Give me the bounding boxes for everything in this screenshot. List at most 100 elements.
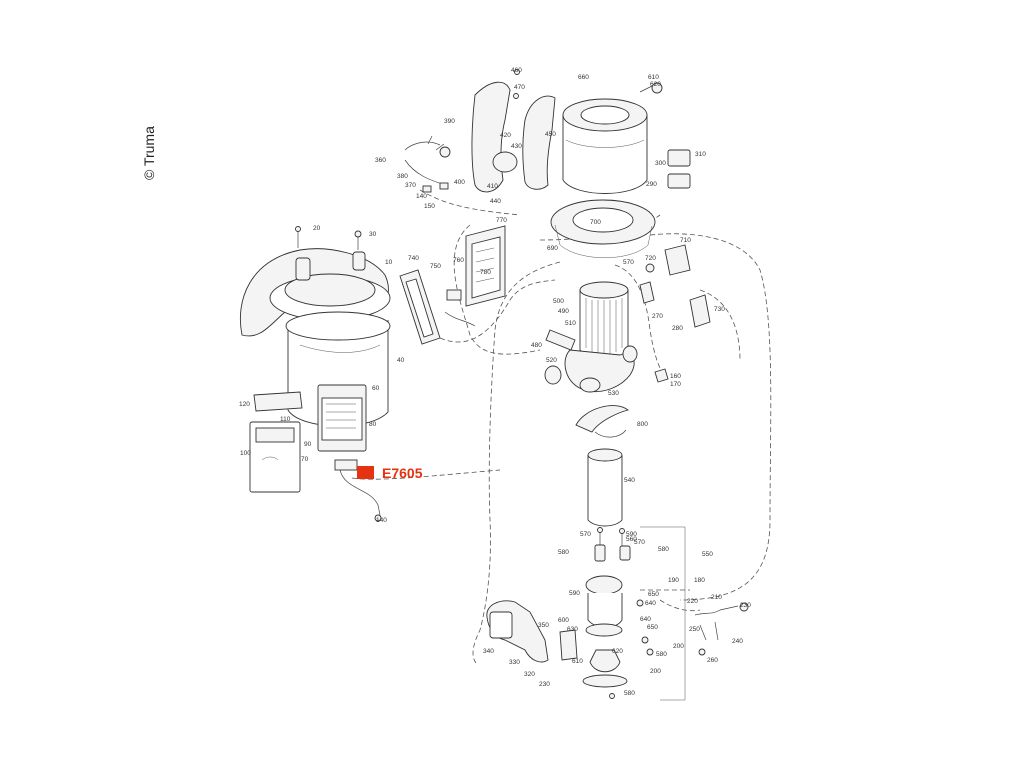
part-label: 320: [524, 671, 535, 678]
part-label: 280: [672, 325, 683, 332]
part-label: 140: [416, 193, 427, 200]
part-label: 640: [640, 616, 651, 623]
fan-group: [404, 69, 556, 193]
part-label: 600: [558, 617, 569, 624]
part-label: 120: [239, 401, 250, 408]
part-label: 440: [490, 198, 501, 205]
part-label: 410: [487, 183, 498, 190]
part-label: 150: [424, 203, 435, 210]
pump-group: [486, 527, 749, 699]
part-label: 620: [650, 81, 661, 88]
part-label: 180: [694, 577, 705, 584]
part-label: 270: [652, 313, 663, 320]
part-label: 420: [500, 132, 511, 139]
part-label: 90: [304, 441, 312, 448]
part-label: 80: [369, 421, 377, 428]
part-label: 540: [624, 477, 635, 484]
part-label: 610: [648, 74, 659, 81]
heat-exchanger-group: [550, 82, 711, 328]
part-label: 10: [385, 259, 393, 266]
part-label: 690: [547, 245, 558, 252]
part-label: 70: [301, 456, 309, 463]
part-label: 330: [509, 659, 520, 666]
part-label: 140: [376, 517, 387, 524]
part-label: 450: [545, 131, 556, 138]
part-label: 300: [655, 160, 666, 167]
part-label: 170: [670, 381, 681, 388]
part-label: 290: [646, 181, 657, 188]
part-label: 630: [567, 626, 578, 633]
part-label: 650: [648, 591, 659, 598]
part-label: 390: [444, 118, 455, 125]
part-label: 570: [580, 531, 591, 538]
part-label: 590: [569, 590, 580, 597]
part-label: 40: [397, 357, 405, 364]
part-number-labels: 460 470 390 420 430 410 450 440 380 370 …: [239, 67, 751, 697]
part-label: 60: [372, 385, 380, 392]
part-label: 780: [480, 269, 491, 276]
part-label: 470: [514, 84, 525, 91]
part-label: 20: [313, 225, 321, 232]
part-label: 370: [405, 182, 416, 189]
part-label: 380: [397, 173, 408, 180]
part-label: 750: [430, 263, 441, 270]
part-label: 190: [668, 577, 679, 584]
part-label: 730: [714, 306, 725, 313]
part-label: 250: [689, 626, 700, 633]
part-label: 530: [608, 390, 619, 397]
part-label: 30: [369, 231, 377, 238]
part-label: 770: [496, 217, 507, 224]
housing-group: [239, 226, 391, 522]
part-label: 510: [565, 320, 576, 327]
part-label: 160: [670, 373, 681, 380]
part-label: 310: [695, 151, 706, 158]
part-label: 610: [572, 658, 583, 665]
highlight-marker: [357, 466, 374, 479]
part-label: 580: [658, 546, 669, 553]
burner-group: [544, 281, 669, 527]
part-label: 580: [624, 690, 635, 697]
part-label: 760: [453, 257, 464, 264]
part-label: 660: [578, 74, 589, 81]
part-label: 560: [626, 536, 637, 543]
part-label: 460: [511, 67, 522, 74]
highlight-code: E7605: [382, 465, 423, 481]
part-label: 200: [650, 668, 661, 675]
part-label: 480: [531, 342, 542, 349]
part-label: 520: [546, 357, 557, 364]
part-label: 580: [656, 651, 667, 658]
part-label: 340: [483, 648, 494, 655]
part-label: 350: [538, 622, 549, 629]
copyright-text: © Truma: [141, 126, 157, 180]
part-label: 360: [375, 157, 386, 164]
part-label: 710: [680, 237, 691, 244]
part-label: 400: [454, 179, 465, 186]
part-label: 570: [634, 539, 645, 546]
panel-group: [399, 225, 506, 345]
part-label: 260: [707, 657, 718, 664]
part-label: 100: [240, 450, 251, 457]
part-label: 720: [645, 255, 656, 262]
part-label: 230: [539, 681, 550, 688]
part-label: 640: [645, 600, 656, 607]
part-label: 590: [626, 531, 637, 538]
part-label: 210: [711, 594, 722, 601]
part-label: 740: [408, 255, 419, 262]
part-label: 110: [280, 416, 291, 423]
part-label: 800: [637, 421, 648, 428]
part-label: 500: [553, 298, 564, 305]
part-label: 220: [687, 598, 698, 605]
assembly-bracket: [640, 526, 686, 701]
part-label: 490: [558, 308, 569, 315]
part-label: 620: [612, 648, 623, 655]
part-label: 430: [511, 143, 522, 150]
part-label: 550: [702, 551, 713, 558]
part-label: 570: [623, 259, 634, 266]
part-label: 700: [590, 219, 601, 226]
part-label: 580: [558, 549, 569, 556]
part-label: 230: [740, 602, 751, 609]
part-label: 650: [647, 624, 658, 631]
part-label: 240: [732, 638, 743, 645]
part-label: 200: [673, 643, 684, 650]
